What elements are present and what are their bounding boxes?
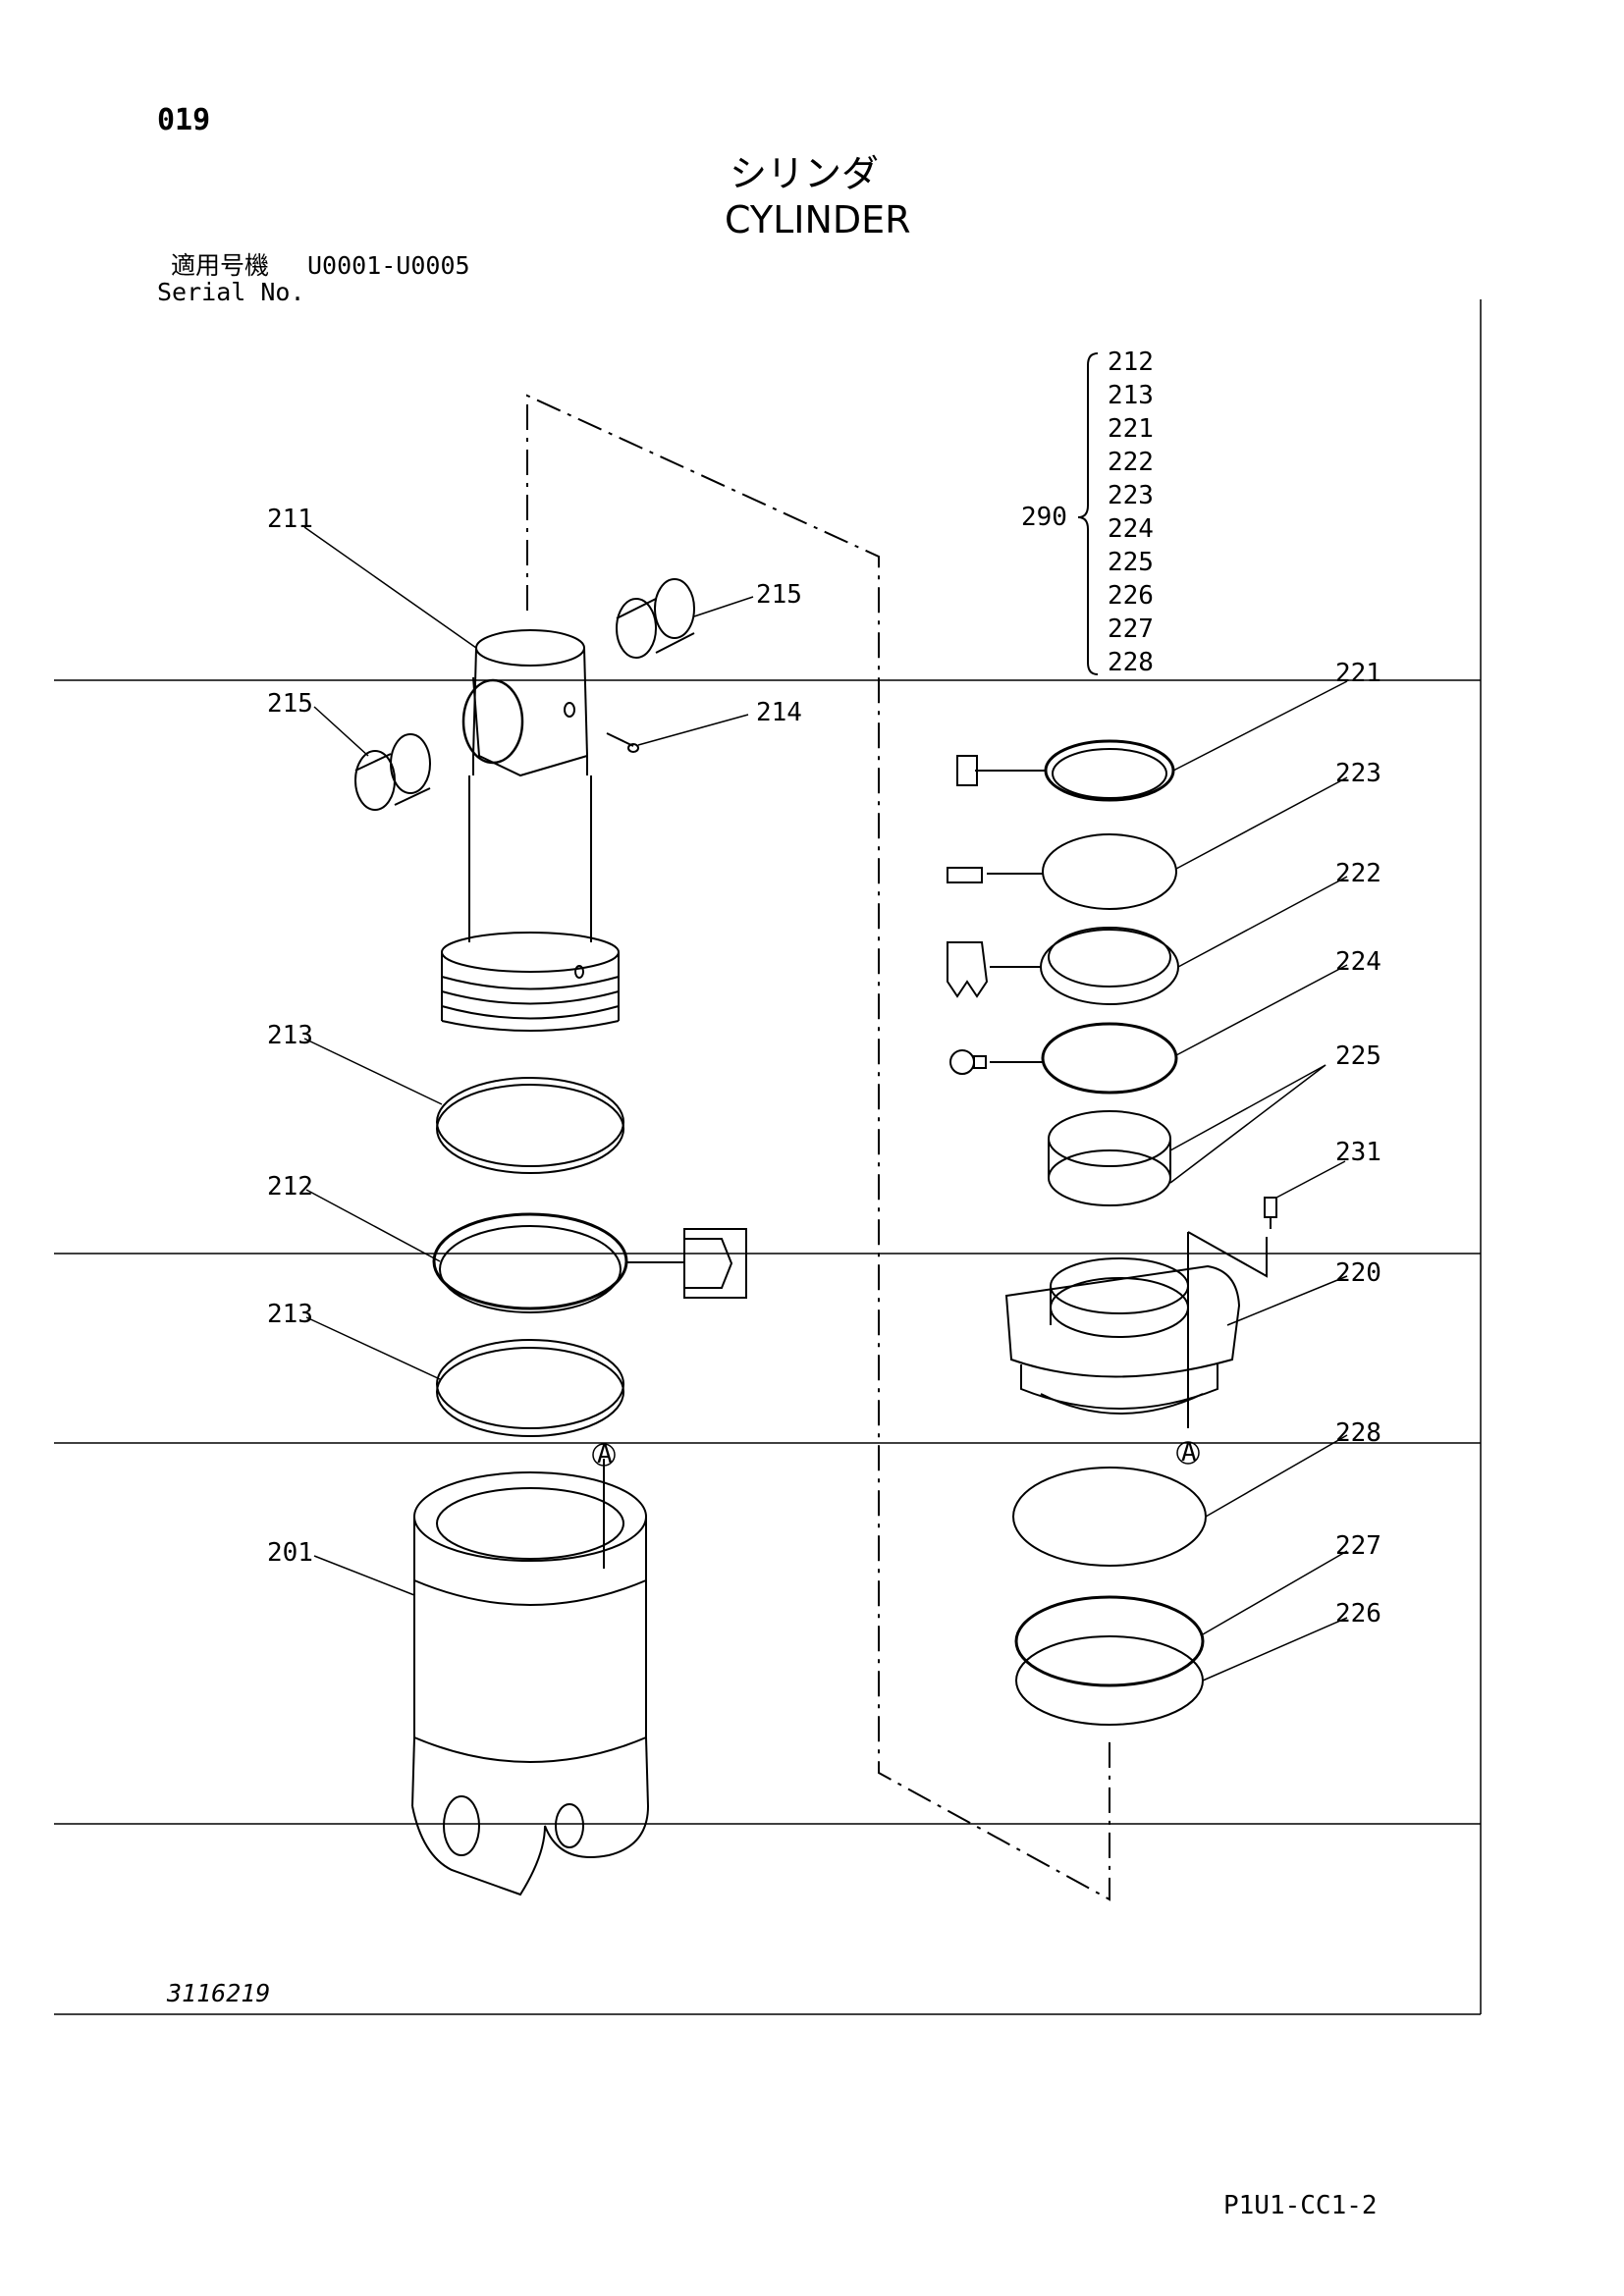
kit-label: 290 [1021, 503, 1067, 532]
kit-item: 213 [1108, 381, 1154, 410]
callout-228: 228 [1335, 1418, 1381, 1448]
callout-215-lower: 215 [267, 689, 313, 719]
ring-part-223 [947, 833, 1177, 910]
callout-212: 212 [267, 1172, 313, 1201]
kit-item: 228 [1108, 648, 1154, 677]
callout-225: 225 [1335, 1041, 1381, 1071]
callout-201: 201 [267, 1538, 313, 1568]
ring-part-227 [1014, 1595, 1205, 1687]
assembly-center-line [526, 394, 1110, 1901]
serial-label-english: Serial No. [157, 278, 305, 306]
cylinder-head-part-220 [1004, 1231, 1268, 1428]
title-japanese: シリンダ [730, 152, 880, 195]
callout-226: 226 [1335, 1599, 1381, 1629]
callout-223: 223 [1335, 759, 1381, 788]
title-english: CYLINDER [725, 198, 911, 241]
o-ring-part-228 [1012, 1467, 1207, 1567]
kit-item: 225 [1108, 548, 1154, 577]
grease-nipple-part-214 [606, 732, 639, 753]
callout-221: 221 [1335, 659, 1381, 688]
callout-222: 222 [1335, 859, 1381, 888]
marker-a-right [1176, 1441, 1200, 1465]
piston-rod-part-211 [441, 629, 620, 1032]
marker-a-right-label: A [1181, 1438, 1197, 1468]
ring-part-213-lower [436, 1339, 624, 1437]
seal-part-212 [432, 1212, 747, 1313]
callout-227: 227 [1335, 1531, 1381, 1561]
marker-a-left-label: A [597, 1440, 613, 1469]
kit-item: 227 [1108, 614, 1154, 644]
kit-item: 221 [1108, 414, 1154, 444]
callout-220: 220 [1335, 1258, 1381, 1288]
ring-part-213-upper [436, 1077, 624, 1174]
callout-231: 231 [1335, 1138, 1381, 1167]
screw-part-231 [1264, 1197, 1277, 1229]
callout-213-upper: 213 [267, 1021, 313, 1050]
kit-item: 226 [1108, 581, 1154, 611]
kit-item: 223 [1108, 481, 1154, 510]
o-ring-part-224 [949, 1022, 1178, 1095]
marker-a-left [592, 1443, 616, 1467]
bushing-part-215-upper [616, 578, 695, 659]
cylinder-body-part-201 [411, 1459, 649, 1896]
callout-214: 214 [756, 698, 802, 727]
backup-ring-part-225 [1048, 1110, 1171, 1206]
callout-224: 224 [1335, 947, 1381, 977]
bushing-part-215-lower [354, 733, 431, 811]
callout-211: 211 [267, 505, 313, 534]
frame-lines [54, 299, 1482, 2015]
serial-range: U0001-U0005 [307, 251, 470, 280]
kit-item: 212 [1108, 347, 1154, 377]
kit-item: 224 [1108, 514, 1154, 544]
seal-part-221 [956, 739, 1175, 802]
serial-label-japanese: 適用号機 [171, 251, 270, 280]
page-number: 019 [157, 103, 211, 137]
kit-item: 222 [1108, 448, 1154, 477]
ring-part-226 [1015, 1635, 1204, 1726]
ring-part-222 [947, 927, 1179, 1005]
page-code: P1U1-CC1-2 [1223, 2191, 1378, 2220]
callout-215-upper: 215 [756, 580, 802, 610]
drawing-number: 3116219 [167, 1979, 271, 2007]
callout-213-lower: 213 [267, 1300, 313, 1329]
kit-brace [1077, 352, 1099, 675]
leader-lines [303, 526, 1348, 1682]
